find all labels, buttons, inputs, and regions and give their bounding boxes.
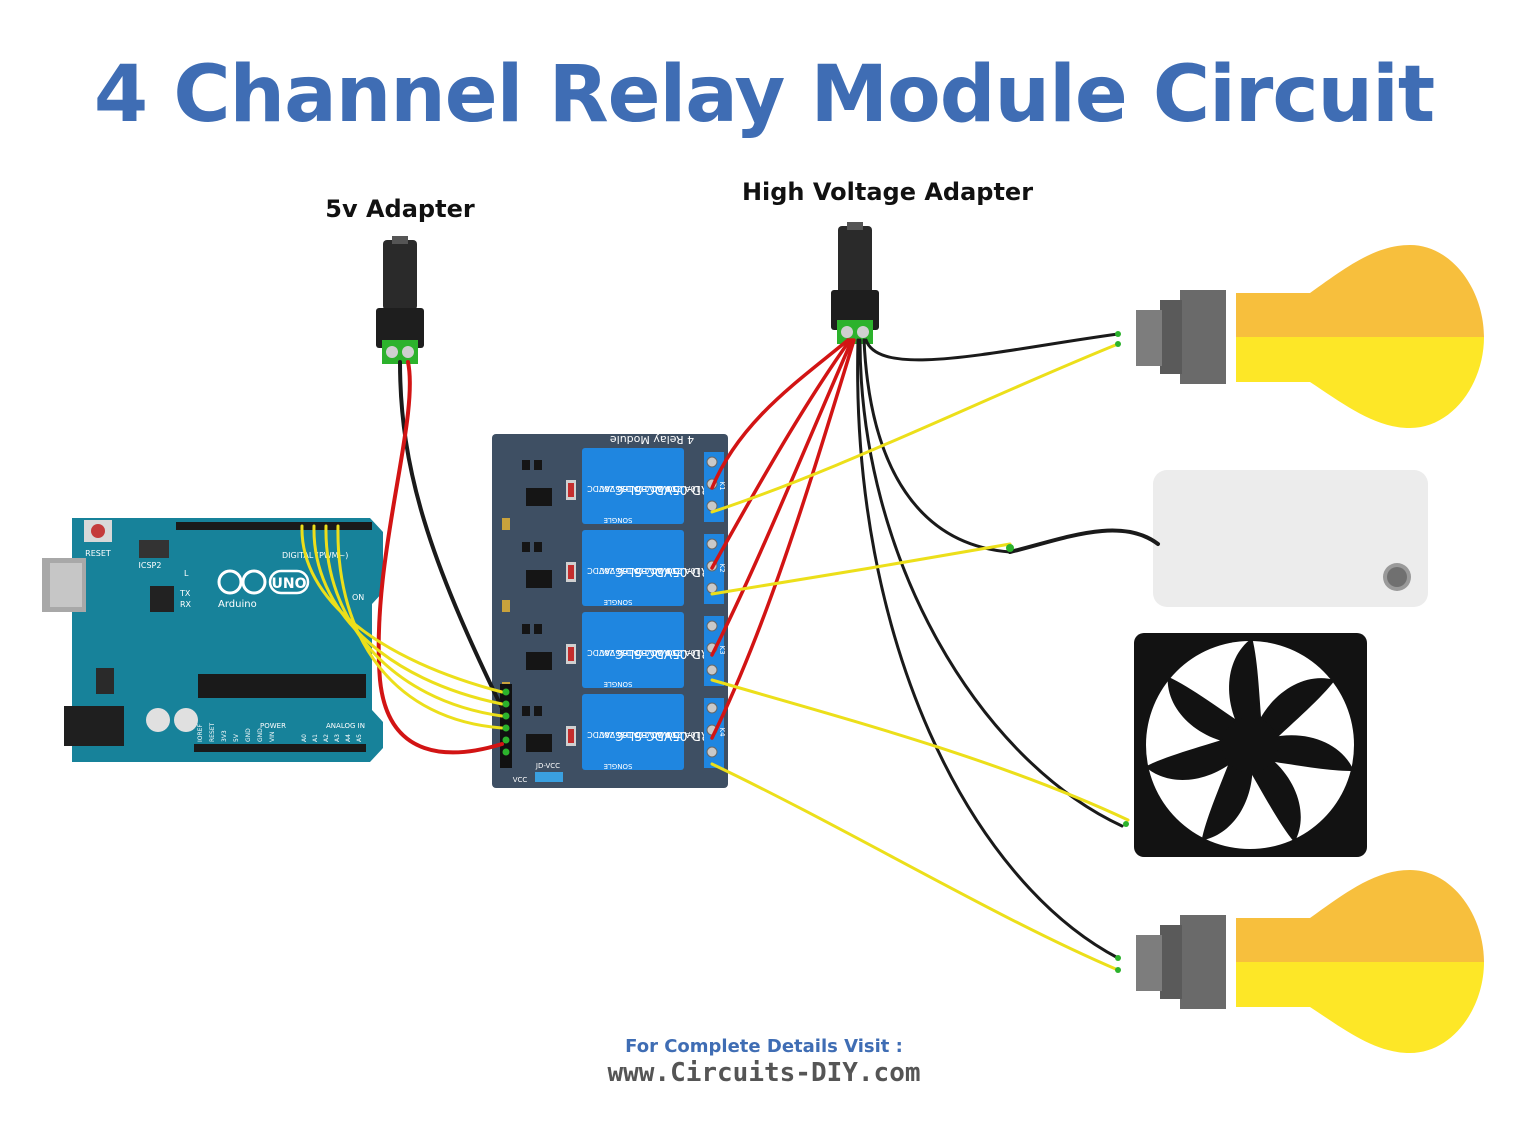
relay-spec-text: 10A 250VAC 10A 125VAC <box>599 730 701 739</box>
dc-barrel-jack-icon-hv <box>831 222 879 344</box>
relay-channel-label: K2 <box>718 563 726 572</box>
label-high-voltage-adapter: High Voltage Adapter <box>741 178 1034 206</box>
arduino-uno-icon: RESET ICSP2 DIGITAL (PWM~) POWER ANALOG … <box>42 518 383 762</box>
page-title: 4 Channel Relay Module Circuit <box>93 50 1435 140</box>
wire-5v-red <box>376 360 504 755</box>
arduino-analog-pin-label: A4 <box>345 734 352 742</box>
wire-k2-yellow <box>710 542 1012 596</box>
relay-spec-text: 10A 250VAC 10A 125VAC <box>599 484 701 493</box>
arduino-power-pin-label: IOREF <box>197 724 204 742</box>
relay-header-pin <box>502 736 510 744</box>
wire-hv-black-bulb-top <box>864 332 1120 362</box>
power-bank-icon <box>1153 470 1428 607</box>
wire-hv-black-fan <box>858 338 1124 828</box>
wire-k1-yellow <box>710 342 1120 514</box>
relay-spec-text: SRD-05VDC-SL-C <box>615 483 717 497</box>
relay-vcc-label: VCC <box>513 776 528 784</box>
relay-spec-text: 10A 30VDC 10A 28VDC <box>587 566 681 575</box>
wire-hv-red-k2 <box>710 338 852 570</box>
relay-spec-text: 10A 30VDC 10A 28VDC <box>587 648 681 657</box>
relay-header-pin <box>502 700 510 708</box>
wire-powerbank-cable <box>1008 528 1160 554</box>
arduino-analog-pin-label: A3 <box>334 734 341 742</box>
arduino-analog-pin-label: A1 <box>312 734 319 742</box>
footer-visit-label: For Complete Details Visit : <box>625 1036 903 1057</box>
relay-header-pin <box>502 724 510 732</box>
relay-spec-text: 10A 30VDC 10A 28VDC <box>587 484 681 493</box>
arduino-tx-label: TX <box>179 589 191 598</box>
dc-barrel-jack-icon <box>376 236 424 364</box>
arduino-model-label: UNO <box>272 576 307 592</box>
cooling-fan-icon <box>1134 633 1367 857</box>
relay-spec-text: SRD-05VDC-SL-C <box>615 565 717 579</box>
wire-hv-red-k1 <box>710 338 850 490</box>
wire-signal-4 <box>336 524 504 730</box>
arduino-power-pin-label: 5V <box>233 733 240 742</box>
wire-k3-yellow <box>710 678 1130 822</box>
arduino-analog-label: ANALOG IN <box>326 722 365 730</box>
relay-brand-text: SONGLE <box>604 680 633 688</box>
wire-signal-3 <box>324 524 504 718</box>
arduino-power-label: POWER <box>260 722 286 730</box>
wire-hv-red-k4 <box>710 338 856 740</box>
relay-channel-label: K1 <box>718 481 726 490</box>
arduino-icsp-label: ICSP2 <box>139 561 162 570</box>
relay-brand-text: SONGLE <box>604 598 633 606</box>
arduino-analog-pin-label: A2 <box>323 734 330 742</box>
arduino-on-label: ON <box>352 593 364 602</box>
relay-spec-text: 10A 30VDC 10A 28VDC <box>587 730 681 739</box>
wiring <box>300 331 1160 973</box>
arduino-analog-pin-label: A5 <box>356 734 363 742</box>
arduino-power-pin-label: VIN <box>269 732 276 742</box>
arduino-power-pin-label: GND <box>257 728 264 742</box>
relay-header-pin <box>502 688 510 696</box>
relay-jumper-label: JD-VCC <box>535 762 560 770</box>
light-bulb-icon-bottom <box>1136 870 1484 1053</box>
relay-header-pin <box>502 748 510 756</box>
relay-brand-text: SONGLE <box>604 516 633 524</box>
arduino-brand-label: Arduino <box>218 599 257 610</box>
relay-spec-text: 10A 250VAC 10A 125VAC <box>599 566 701 575</box>
arduino-power-pin-label: 3V3 <box>221 730 228 742</box>
relay-spec-text: SRD-05VDC-SL-C <box>615 729 717 743</box>
arduino-rx-label: RX <box>180 600 192 609</box>
arduino-l-label: L <box>184 569 189 578</box>
arduino-analog-pin-label: A0 <box>301 734 308 742</box>
relay-spec-text: SRD-05VDC-SL-C <box>615 647 717 661</box>
wire-k4-yellow <box>710 762 1120 972</box>
arduino-reset-label: RESET <box>85 549 111 558</box>
relay-channel-label: K4 <box>718 727 726 737</box>
label-5v-adapter: 5v Adapter <box>325 195 475 223</box>
wire-hv-red-k3 <box>710 338 854 657</box>
wire-hv-black-powerbank <box>862 338 1012 554</box>
wire-hv-black-bulb-bottom <box>856 338 1120 960</box>
light-bulb-icon-top <box>1136 245 1484 428</box>
relay-spec-text: 10A 250VAC 10A 125VAC <box>599 648 701 657</box>
wire-5v-black <box>398 360 504 710</box>
footer-website-link[interactable]: www.Circuits-DIY.com <box>607 1058 921 1088</box>
arduino-power-pin-label: RESET <box>209 722 216 742</box>
relay-brand-text: SONGLE <box>604 762 633 770</box>
relay-module-name: 4 Relay Module <box>610 433 694 446</box>
relay-header-pin <box>502 712 510 720</box>
relay-channel-label: K3 <box>718 645 726 654</box>
wire-signal-2 <box>312 524 504 706</box>
arduino-power-pin-label: GND <box>245 728 252 742</box>
